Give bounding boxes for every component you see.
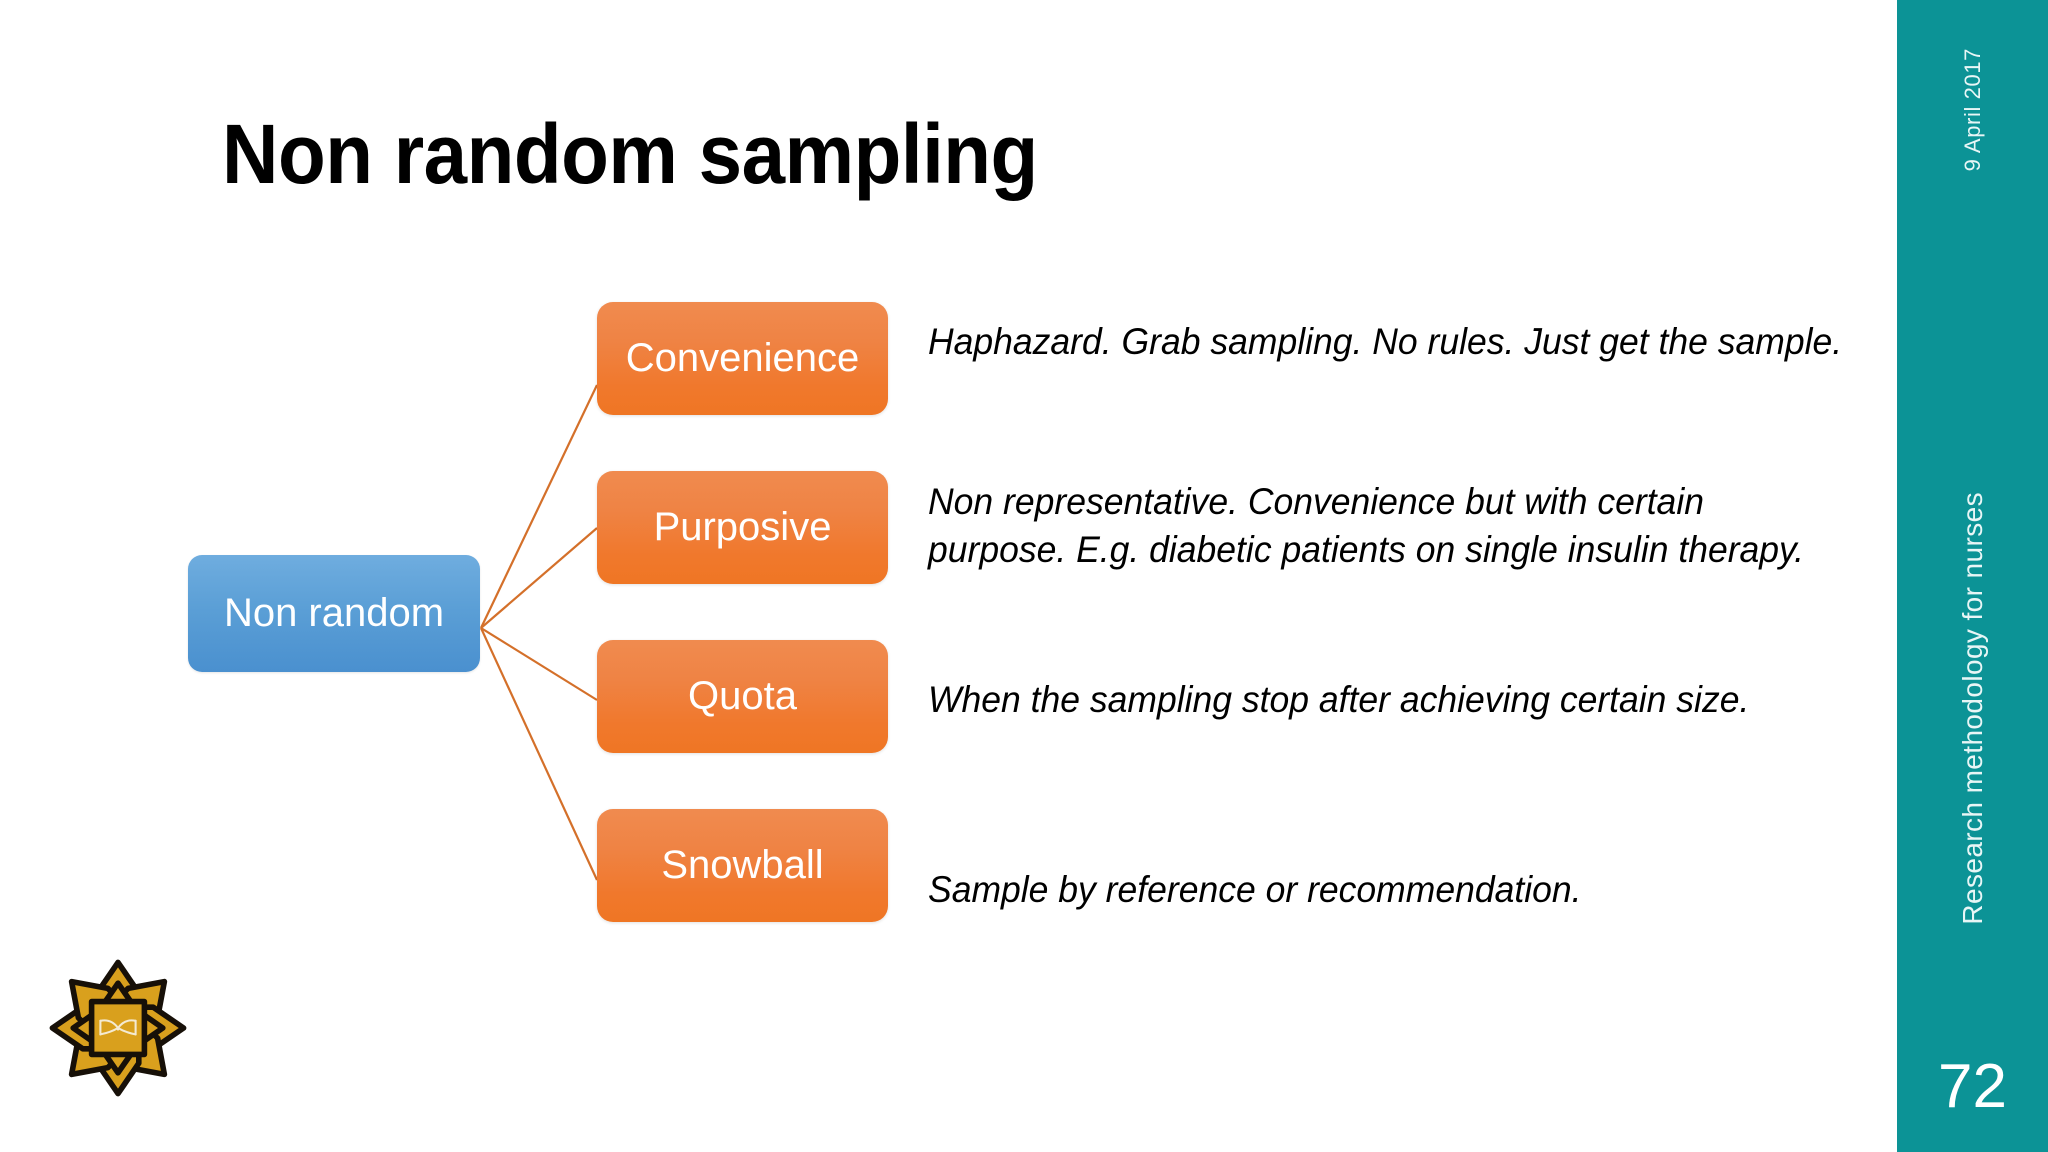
node-quota-label: Quota [688, 674, 797, 718]
connector-line-2 [480, 527, 598, 629]
node-quota[interactable]: Quota [597, 640, 888, 753]
node-snowball-label: Snowball [661, 843, 824, 887]
description-quota: When the sampling stop after achieving c… [928, 679, 1750, 720]
connector-line-1 [480, 384, 598, 629]
sidebar-subject: Research methodology for nurses [1956, 492, 1988, 925]
description-convenience: Haphazard. Grab sampling. No rules. Just… [928, 321, 1843, 362]
institution-logo-icon [49, 959, 187, 1097]
connector-line-4 [480, 627, 598, 881]
node-non-random[interactable]: Non random [188, 555, 480, 672]
description-snowball: Sample by reference or recommendation. [928, 869, 1582, 910]
connector-line-3 [480, 627, 598, 701]
page-title: Non random sampling [222, 107, 1038, 201]
description-purposive: Non representative. Convenience but with… [928, 481, 1805, 571]
node-convenience-label: Convenience [625, 336, 860, 380]
node-convenience[interactable]: Convenience [597, 302, 888, 415]
page-number: 72 [1938, 1052, 2007, 1121]
node-snowball[interactable]: Snowball [597, 809, 888, 922]
right-sidebar: 9 April 2017 Research methodology for nu… [1897, 0, 2048, 1152]
node-purposive[interactable]: Purposive [597, 471, 888, 584]
sidebar-date: 9 April 2017 [1959, 48, 1985, 172]
node-non-random-label: Non random [223, 591, 445, 635]
node-purposive-label: Purposive [653, 505, 832, 549]
